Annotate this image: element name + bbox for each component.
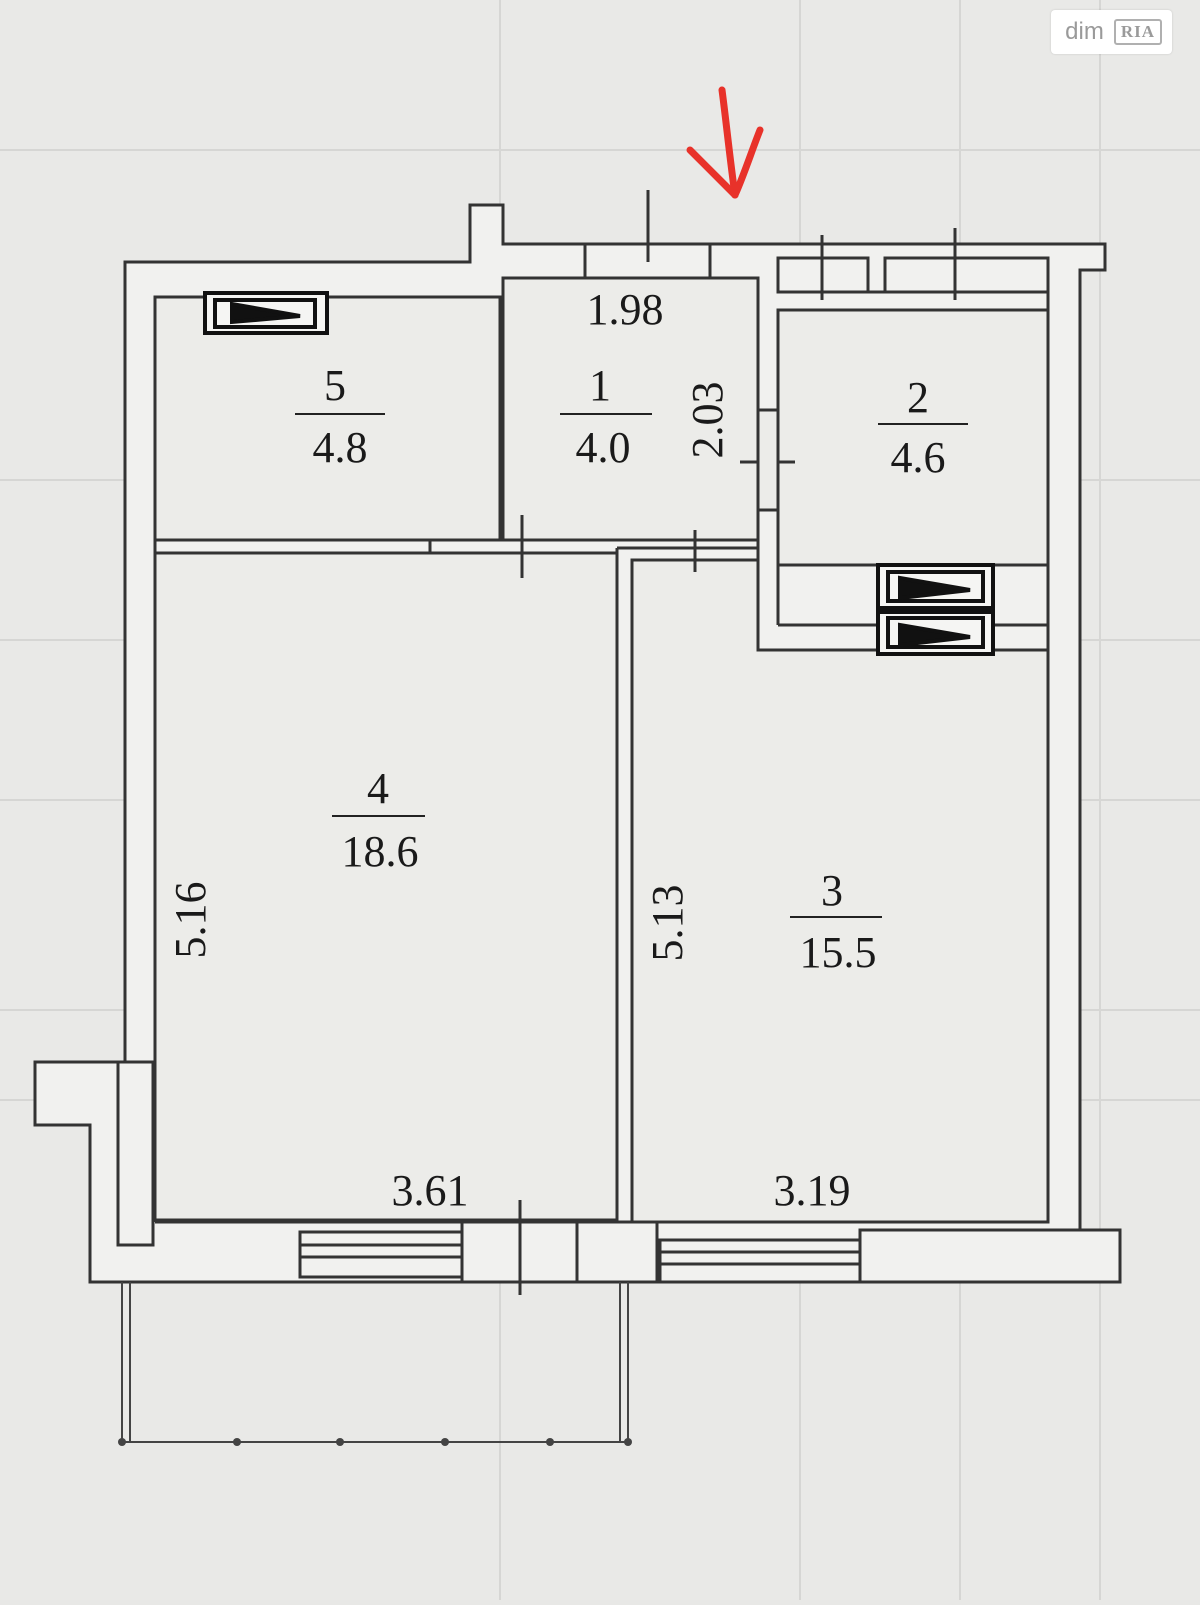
room-4-label: 4 18.6	[332, 764, 425, 876]
ventilation-shafts	[203, 291, 995, 656]
dim-hall-depth: 2.03	[683, 382, 732, 459]
dim-room4-width: 3.61	[392, 1166, 469, 1215]
walls	[33, 203, 1122, 1284]
watermark-logo: RIA	[1113, 19, 1162, 45]
room-1-floor	[501, 276, 760, 542]
room-area: 4.6	[891, 433, 946, 482]
room-2-label: 2 4.6	[878, 373, 968, 482]
room-area: 18.6	[342, 827, 419, 876]
room-number: 1	[589, 361, 611, 410]
room-5-label: 5 4.8	[295, 361, 385, 472]
dim-hall-width: 1.98	[587, 285, 664, 334]
balcony-posts	[118, 1438, 632, 1446]
room-number: 5	[324, 361, 346, 410]
room-number: 3	[821, 866, 843, 915]
room-number: 2	[907, 373, 929, 422]
room-4-floor	[153, 551, 619, 1222]
balcony	[121, 1282, 629, 1443]
dim-room3-width: 3.19	[774, 1166, 851, 1215]
room-area: 4.8	[313, 423, 368, 472]
room-1-label: 1 4.0	[560, 361, 652, 472]
room-3-label: 3 15.5	[790, 866, 882, 977]
room-area: 15.5	[800, 928, 877, 977]
room-2-floor	[776, 308, 1050, 567]
dim-room3-length: 5.13	[643, 885, 692, 962]
room-number: 4	[367, 764, 389, 813]
watermark-brand: dim	[1065, 18, 1104, 45]
room-5-floor	[153, 295, 502, 542]
arrow-down-icon	[686, 86, 764, 199]
dimria-watermark[interactable]: dim RIA	[1051, 10, 1172, 54]
dim-room4-length: 5.16	[166, 882, 215, 959]
room-area: 4.0	[576, 423, 631, 472]
